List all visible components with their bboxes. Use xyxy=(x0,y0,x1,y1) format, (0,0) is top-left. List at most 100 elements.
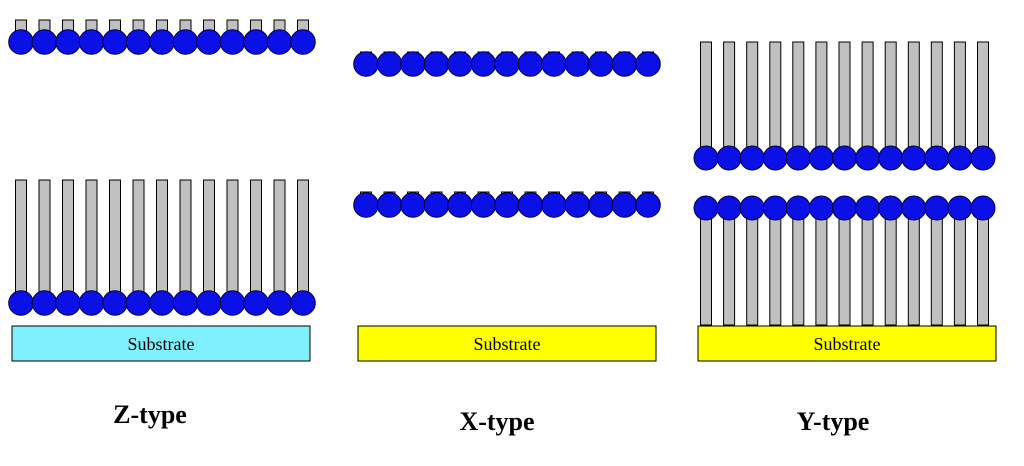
lipid-tail xyxy=(273,179,286,294)
lipid-head xyxy=(716,195,742,221)
lipid-head xyxy=(855,195,881,221)
lipid-tail xyxy=(861,217,874,326)
lipid-head xyxy=(564,192,591,218)
lipid-head xyxy=(266,290,293,316)
lipid-tail xyxy=(861,41,874,149)
lipid-tail xyxy=(977,217,989,326)
lipid-head xyxy=(924,195,950,221)
lipid-tail xyxy=(815,41,828,149)
lipid-head xyxy=(243,290,269,316)
lipid-head xyxy=(470,192,497,218)
lipid-head xyxy=(947,195,973,221)
lipid-head xyxy=(541,51,567,77)
lipid-head xyxy=(808,145,834,171)
lipid-tail xyxy=(203,179,215,294)
y-type-label: Y-type xyxy=(797,407,870,436)
lipid-head xyxy=(172,290,199,316)
lipid-tail xyxy=(884,41,897,149)
lipid-head xyxy=(785,145,811,171)
lipid-head xyxy=(8,290,34,316)
lipid-tail xyxy=(815,217,828,326)
lipid-head xyxy=(878,145,904,171)
x-type-substrate-label: Substrate xyxy=(474,334,541,354)
lipid-head xyxy=(376,192,403,218)
lipid-head xyxy=(102,290,128,316)
lipid-head xyxy=(588,192,614,218)
lipid-tail xyxy=(132,179,145,294)
lipid-head xyxy=(172,29,199,55)
lipid-head xyxy=(196,290,222,316)
lipid-head xyxy=(31,290,58,316)
lipid-head xyxy=(494,192,520,218)
lipid-tail xyxy=(723,217,736,326)
lipid-head xyxy=(739,195,765,221)
lipid-head xyxy=(762,195,788,221)
lipid-tail xyxy=(250,179,262,294)
lipid-tail xyxy=(769,217,782,326)
lipid-head xyxy=(588,51,614,77)
z-type-substrate xyxy=(11,325,311,362)
lipid-head xyxy=(832,145,857,171)
lipid-tail xyxy=(838,41,851,149)
lipid-head xyxy=(290,290,316,316)
lipid-head xyxy=(423,51,450,77)
lipid-head xyxy=(924,145,950,171)
x-type-label: X-type xyxy=(459,407,534,436)
lipid-head xyxy=(716,145,742,171)
lipid-tail xyxy=(297,179,309,294)
lipid-head xyxy=(196,29,222,55)
lipid-head xyxy=(693,145,719,171)
lipid-head xyxy=(970,195,996,221)
z-type-substrate-label: Substrate xyxy=(128,334,195,354)
lipid-head xyxy=(219,290,246,316)
lipid-tail xyxy=(62,179,74,294)
lipid-tail xyxy=(700,217,712,326)
lipid-tail xyxy=(930,41,943,149)
lipid-head xyxy=(78,290,105,316)
lipid-head xyxy=(901,145,927,171)
lipid-head xyxy=(447,192,473,218)
lipid-head xyxy=(125,290,152,316)
lipid-tail xyxy=(769,41,782,149)
lipid-head xyxy=(785,195,811,221)
lipid-tail xyxy=(109,179,121,294)
lipid-tail xyxy=(838,217,851,326)
lipid-head xyxy=(243,29,269,55)
lipid-head xyxy=(564,51,591,77)
lipid-tail xyxy=(179,179,192,294)
panel-y-type: Substrate Y-type xyxy=(693,41,997,436)
lipid-head xyxy=(808,195,834,221)
lipid-tail xyxy=(15,179,27,294)
lipid-head xyxy=(31,29,58,55)
lipid-head xyxy=(855,145,881,171)
lipid-head xyxy=(353,192,379,218)
y-type-substrate-label: Substrate xyxy=(814,334,881,354)
lipid-tail xyxy=(792,217,805,326)
lipid-tail xyxy=(746,41,759,149)
lipid-tail xyxy=(156,179,168,294)
lipid-tail xyxy=(977,41,989,149)
lipid-tail xyxy=(907,41,920,149)
lipid-head xyxy=(447,51,473,77)
y-type-substrate xyxy=(697,325,997,362)
lipid-tail xyxy=(226,179,239,294)
lipid-head xyxy=(947,145,973,171)
lipid-head xyxy=(517,51,544,77)
lipid-head xyxy=(125,29,152,55)
lipid-head xyxy=(219,29,246,55)
lipid-tail xyxy=(930,217,943,326)
z-type-label: Z-type xyxy=(113,400,187,429)
lipid-head xyxy=(8,29,34,55)
lipid-head xyxy=(376,51,403,77)
lipid-head xyxy=(611,51,638,77)
lipid-head xyxy=(541,192,567,218)
lipid-head xyxy=(400,51,426,77)
lipid-head xyxy=(78,29,105,55)
y-type-film xyxy=(693,41,996,326)
lipid-tail xyxy=(884,217,897,326)
lipid-tail xyxy=(953,41,966,149)
lipid-head xyxy=(55,29,81,55)
lipid-head xyxy=(878,195,904,221)
z-type-film xyxy=(8,19,316,316)
